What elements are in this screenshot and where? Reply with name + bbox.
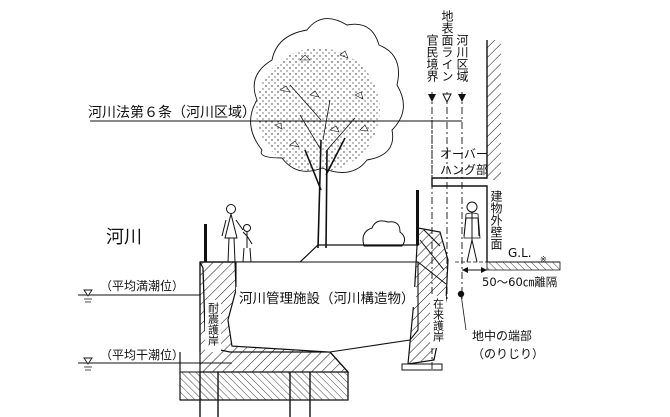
existing-revetment-label: 在来護岸 (432, 298, 445, 343)
toe-label-top: 地中の端部 (472, 328, 532, 343)
toe-label-bottom: （のりじり） (472, 347, 544, 361)
avg-high-tide-marker (78, 289, 200, 303)
shrub-illustration (362, 220, 406, 247)
water-level-triangle-icon (83, 289, 93, 297)
ground-line-triangle-icon (442, 93, 452, 104)
avg-high-tide-label: （平均満潮位） (100, 278, 184, 293)
gl-note-mark: ※ (540, 255, 547, 264)
building-wall (431, 40, 561, 271)
article-label: 河川法第６条（河川区域） (88, 104, 256, 121)
facility-label: 河川管理施設（河川構造物） (239, 291, 415, 307)
river-area-triangle-icon (458, 94, 466, 102)
building-wall-label: 建物外壁面 (489, 190, 503, 250)
gl-label: G.L. (508, 246, 532, 260)
person-illustration (463, 201, 481, 263)
column-label-river-area: 河川区域 (455, 34, 469, 82)
avg-low-tide-label: （平均干潮位） (100, 347, 184, 362)
mother-child-illustration (221, 204, 253, 263)
column-label-ground-line: 地表面ライン (440, 10, 454, 82)
seismic-revetment-label: 耐震護岸 (207, 302, 220, 347)
boundary-triangle-icon (428, 94, 436, 102)
column-label-boundary: 官民境界 (425, 33, 439, 83)
overhang-label-line2: ハング部 (440, 162, 488, 177)
gap-dimension (462, 267, 487, 273)
gap-label: 50～60㎝離隔 (482, 275, 557, 289)
embankment-structure (179, 190, 419, 417)
river-label: 河川 (106, 227, 142, 248)
overhang-label-line1: オーバー (440, 147, 488, 161)
avg-low-tide-marker (78, 357, 232, 371)
tree-illustration (250, 18, 404, 249)
water-level-triangle-icon (83, 357, 93, 365)
